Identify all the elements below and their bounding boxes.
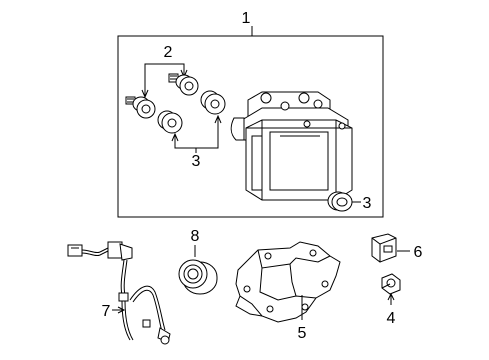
callout-8: 8: [191, 228, 200, 245]
callout-3-upper: 3: [192, 153, 201, 170]
grommet-left: [157, 110, 183, 134]
grommet-right: [200, 90, 226, 115]
bolt-lower: [125, 96, 156, 119]
leader-3-upper: [171, 114, 222, 153]
speed-sensor-harness: [67, 241, 171, 345]
grommet-side: [327, 191, 353, 212]
assembly-frame: [117, 35, 384, 218]
leader-4-arrow: [387, 292, 395, 301]
callout-3-side: 3: [363, 195, 372, 212]
bearing-ring: [178, 259, 218, 295]
hex-nut: [381, 273, 401, 295]
bolt-upper: [168, 73, 199, 96]
yaw-sensor-block: [371, 233, 397, 263]
callout-2: 2: [164, 44, 173, 61]
callout-1: 1: [242, 10, 251, 27]
abs-actuator: [230, 91, 353, 201]
callout-4: 4: [387, 310, 396, 327]
leader-7-arrow: [117, 306, 126, 314]
callout-6: 6: [414, 244, 423, 261]
callout-5: 5: [298, 325, 307, 342]
mounting-bracket: [235, 241, 341, 323]
callout-7: 7: [102, 303, 111, 320]
